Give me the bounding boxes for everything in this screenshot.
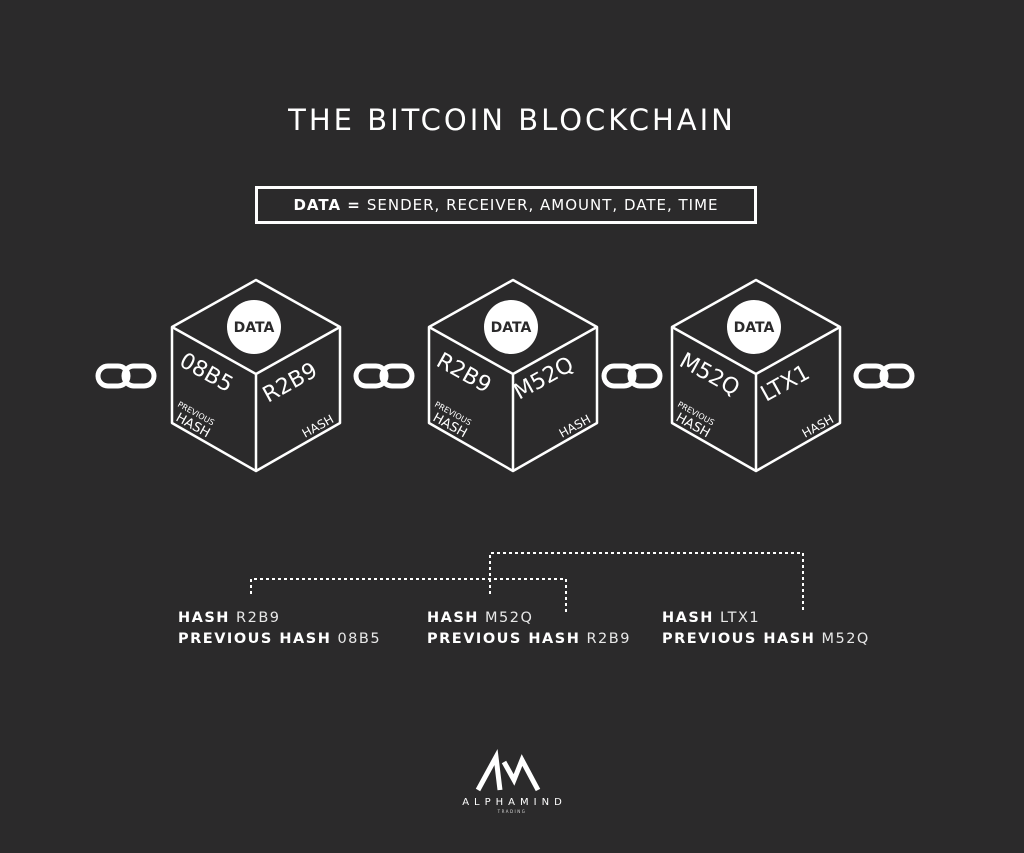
data-label: DATA — [734, 320, 775, 336]
block-2: DATA R2B9 M52Q PREVIOUS HASH HASH — [427, 278, 599, 473]
hash-code: R2B9 — [259, 358, 322, 408]
block-edges — [428, 325, 598, 471]
data-definition-key: DATA = — [293, 196, 361, 214]
chain-link-icon — [353, 363, 415, 389]
block-1: DATA 08B5 R2B9 PREVIOUS HASH HASH — [170, 278, 342, 473]
page-title: THE BITCOIN BLOCKCHAIN — [288, 103, 736, 137]
data-circle — [727, 300, 781, 354]
prev-hash-code: 08B5 — [175, 348, 237, 398]
block-1-details: HASH R2B9 PREVIOUS HASH 08B5 — [178, 608, 381, 650]
hash-value: M52Q — [485, 610, 534, 626]
prev-hash-code: R2B9 — [432, 348, 495, 398]
hash-code: M52Q — [510, 352, 578, 405]
block-outline — [427, 278, 599, 473]
hash-key: HASH — [662, 610, 714, 626]
data-definition-value: SENDER, RECEIVER, AMOUNT, DATE, TIME — [366, 196, 719, 214]
connector-hash-m52q — [489, 552, 804, 612]
hash-connectors — [250, 552, 804, 612]
data-circle — [484, 300, 538, 354]
prev-hash-key: PREVIOUS HASH — [662, 631, 816, 647]
prev-hash-value: 08B5 — [337, 631, 382, 647]
logo: ALPHAMIND TRADING — [452, 755, 572, 814]
block-outline — [170, 278, 342, 473]
prev-hash-key: PREVIOUS HASH — [427, 631, 581, 647]
chain-link-icon — [95, 363, 157, 389]
prev-hash-key: PREVIOUS HASH — [178, 631, 332, 647]
block-2-details: HASH M52Q PREVIOUS HASH R2B9 — [427, 608, 631, 650]
block-edges — [671, 325, 841, 471]
alphamind-logo-icon — [475, 748, 541, 792]
block-3-details: HASH LTX1 PREVIOUS HASH M52Q — [662, 608, 870, 650]
data-label: DATA — [491, 320, 532, 336]
hash-value: LTX1 — [720, 610, 761, 626]
hash-key: HASH — [427, 610, 479, 626]
logo-brand: ALPHAMIND — [462, 797, 567, 808]
block-3: DATA M52Q LTX1 PREVIOUS HASH HASH — [670, 278, 842, 473]
data-label: DATA — [234, 320, 275, 336]
block-outline — [670, 278, 842, 473]
chain-link-icon — [601, 363, 663, 389]
hash-key: HASH — [178, 610, 230, 626]
chain-link-icon — [853, 363, 915, 389]
prev-hash-value: R2B9 — [586, 631, 631, 647]
hash-value: R2B9 — [236, 610, 281, 626]
data-circle — [227, 300, 281, 354]
logo-sub: TRADING — [497, 809, 527, 814]
block-edges — [171, 325, 341, 471]
data-definition-box: DATA = SENDER, RECEIVER, AMOUNT, DATE, T… — [255, 186, 757, 224]
prev-hash-code: M52Q — [675, 348, 743, 401]
connector-hash-r2b9 — [250, 578, 567, 612]
chain-links — [95, 363, 915, 389]
prev-hash-value: M52Q — [821, 631, 870, 647]
